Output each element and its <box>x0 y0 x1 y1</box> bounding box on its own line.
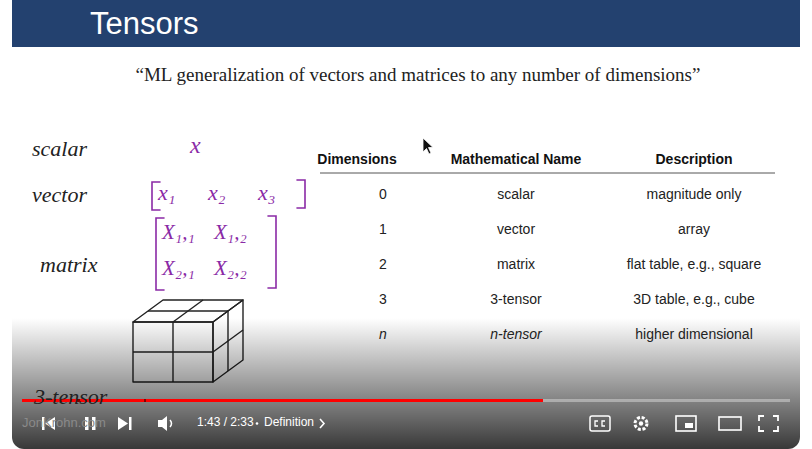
table-cell: vector <box>497 221 535 237</box>
handwritten-symbol: X₁,₁ <box>162 220 195 244</box>
time-display: 1:43 / 2:33 <box>197 416 254 430</box>
video-frame: Tensors “ML generalization of vectors and… <box>12 0 800 449</box>
table-cell: array <box>678 221 710 237</box>
handwritten-symbol: X₁,₂ <box>214 220 247 244</box>
handwritten-label: matrix <box>40 252 97 277</box>
slide-title: Tensors <box>90 6 199 42</box>
handwritten-label: 3-tensor <box>34 384 107 409</box>
handwritten-symbol: x₁ <box>158 180 175 205</box>
table-cell: 2 <box>379 256 387 272</box>
table-cell: matrix <box>497 256 535 272</box>
table-header: Dimensions <box>317 151 396 167</box>
handwritten-symbol: X₂,₁ <box>162 256 195 280</box>
table-header: Description <box>655 151 732 167</box>
handwritten-symbol: X₂,₂ <box>214 256 247 280</box>
table-cell: higher dimensional <box>635 326 753 342</box>
table-cell: 0 <box>379 186 387 202</box>
table-cell: 3-tensor <box>490 291 541 307</box>
handwritten-symbol: x₃ <box>258 180 275 205</box>
slide-quote: “ML generalization of vectors and matric… <box>136 64 701 86</box>
chapter-title: Definition <box>264 416 314 430</box>
table-cell: 3D table, e.g., cube <box>633 291 754 307</box>
handwritten-label: scalar <box>32 136 87 161</box>
table-header: Mathematical Name <box>451 151 582 167</box>
handwritten-label: vector <box>32 182 87 207</box>
table-cell: flat table, e.g., square <box>627 256 762 272</box>
table-cell: scalar <box>497 186 534 202</box>
watermark: JonKrohn.com <box>22 416 106 431</box>
table-cell: n-tensor <box>490 326 541 342</box>
table-cell: 3 <box>379 291 387 307</box>
table-cell: n <box>379 326 387 342</box>
handwritten-symbol: x₂ <box>208 180 225 205</box>
table-cell: 1 <box>379 221 387 237</box>
handwritten-symbol: x <box>190 132 201 160</box>
table-cell: magnitude only <box>647 186 742 202</box>
